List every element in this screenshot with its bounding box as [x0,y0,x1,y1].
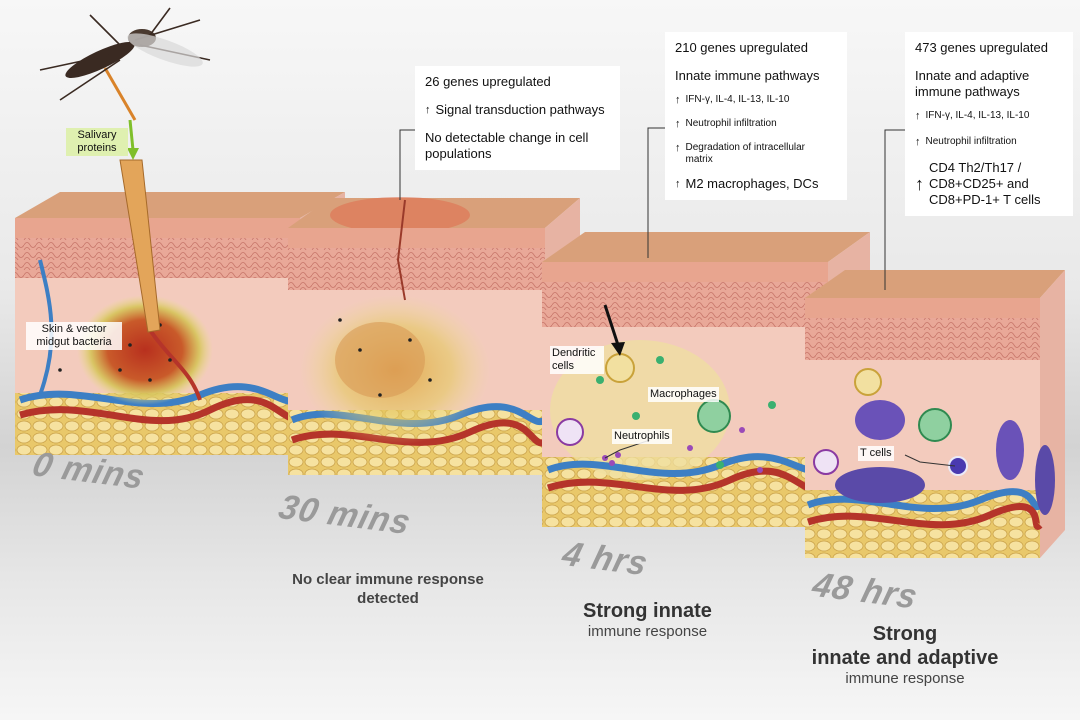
info-text-4hrs-3: Degradation of intracellular matrix [685,142,806,165]
info-box-4hrs: 210 genes upregulated Innate immune path… [665,32,847,200]
up-arrow-icon: ↑ [675,118,681,130]
up-arrow-icon: ↑ [915,110,921,122]
response-48hrs-strong2: innate and adaptive [811,647,999,669]
info-text-30min-2: No detectable change in cell populations [425,130,589,161]
info-item-48hrs-1: ↑ IFN-γ, IL-4, IL-13, IL-10 [915,110,1063,122]
up-arrow-icon: ↑ [915,136,921,148]
info-text-4hrs-2: Neutrophil infiltration [685,118,777,129]
info-text-48hrs-3: CD4 Th2/Th17 / CD8+CD25+ and CD8+PD-1+ T… [929,160,1041,207]
dendritic-cells-label: Dendritic cells [550,346,604,374]
skin-block-30min [288,197,580,480]
up-arrow-icon: ↑ [675,94,681,106]
neutrophils-label: Neutrophils [612,429,672,444]
info-text-48hrs-2: Neutrophil infiltration [925,136,1017,147]
genes-count-48hrs: 473 genes upregulated [915,40,1049,55]
response-4hrs: Strong innate immune response [540,600,755,640]
bacteria-label: Skin & vector midgut bacteria [26,322,122,350]
up-arrow-icon: ↑ [915,174,924,194]
connector-48hrs [884,129,905,290]
mosquito-icon [39,7,211,121]
response-48hrs-strong1: Strong [872,623,938,645]
salivary-arrowhead-icon [127,148,139,160]
response-48hrs: Strong innate and adaptive immune respon… [790,622,1020,687]
macrophages-label: Macrophages [648,387,719,402]
response-48hrs-sub: immune response [845,670,965,687]
up-arrow-icon: ↑ [675,142,681,154]
genes-count-30min: 26 genes upregulated [425,74,551,89]
up-arrow-icon: ↑ [425,104,431,116]
salivary-arrow-icon [128,119,135,151]
info-item-48hrs-2: ↑ Neutrophil infiltration [915,136,1063,148]
info-item-30min-1: ↑ Signal transduction pathways [425,102,610,118]
salivary-proteins-label: Salivary proteins [66,128,128,156]
heading-4hrs: Innate immune pathways [675,68,820,83]
t-cells-label: T cells [858,446,894,461]
response-30min: No clear immune response detected [292,571,484,607]
info-text-48hrs-1: IFN-γ, IL-4, IL-13, IL-10 [925,110,1030,121]
info-box-30min: 26 genes upregulated ↑ Signal transductio… [415,66,620,170]
connector-4hrs [647,127,665,258]
up-arrow-icon: ↑ [675,178,681,190]
info-item-4hrs-1: ↑ IFN-γ, IL-4, IL-13, IL-10 [675,94,837,106]
info-text-4hrs-4: M2 macrophages, DCs [685,176,819,191]
tcell-pointer [904,454,956,467]
heading-48hrs: Innate and adaptive immune pathways [915,68,1030,99]
response-4hrs-sub: immune response [587,623,708,640]
connector-30min [399,129,415,200]
info-item-4hrs-4: ↑ M2 macrophages, DCs [675,176,837,192]
info-text-30min-1: Signal transduction pathways [435,102,605,117]
info-item-4hrs-2: ↑ Neutrophil infiltration [675,118,837,130]
skin-block-4hrs [542,232,870,527]
info-item-4hrs-3: ↑ Degradation of intracellular matrix [675,142,837,166]
info-item-48hrs-3: ↑CD4 Th2/Th17 / CD8+CD25+ and CD8+PD-1+ … [915,160,1063,208]
info-box-48hrs: 473 genes upregulated Innate and adaptiv… [905,32,1073,216]
genes-count-4hrs: 210 genes upregulated [675,40,809,55]
info-text-4hrs-1: IFN-γ, IL-4, IL-13, IL-10 [685,94,790,105]
skin-block-48hrs [805,270,1065,558]
response-4hrs-strong: Strong innate [583,600,712,622]
